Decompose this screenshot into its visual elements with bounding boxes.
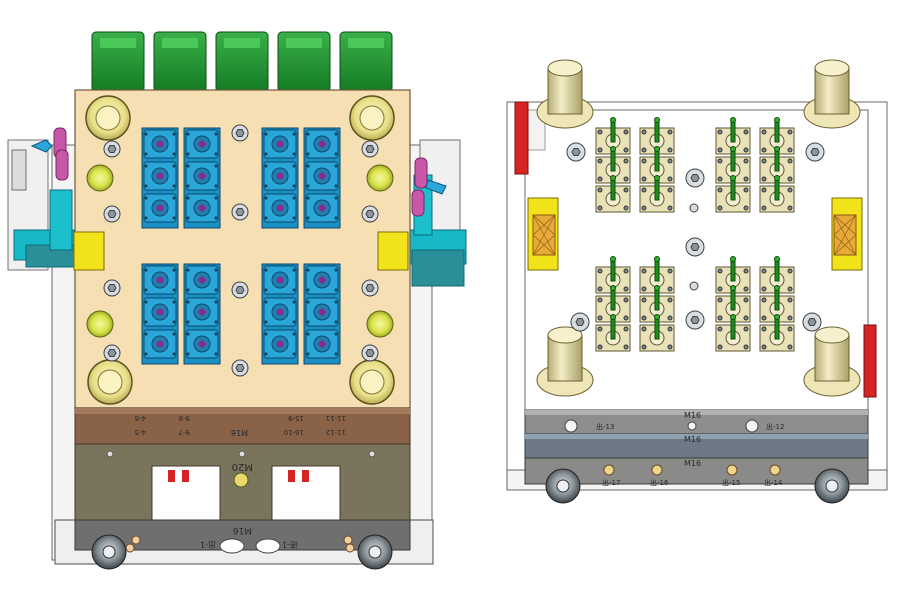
bolt-icon [103,140,121,158]
label: 11-12 [326,428,346,436]
cavity-insert [303,127,341,229]
caster-wheel [91,534,127,570]
bolt-icon [802,312,822,332]
label: 出-16 [650,478,669,487]
red-block [514,101,529,175]
left-bolts [103,124,379,377]
guide-bushing [87,359,133,405]
caster-wheel [545,468,581,504]
side-lock-right [831,197,863,271]
cavity-insert [141,127,179,229]
label: M16 [231,428,248,437]
bolt-icon [805,142,825,162]
label: 出-1 [200,540,216,550]
bolt-icon [361,279,379,297]
bolt-icon [231,281,249,299]
guide-pillar [803,326,861,397]
bolt-icon [103,279,121,297]
side-lock-left [73,231,105,271]
core-block [639,256,675,352]
bolt-icon [689,203,699,213]
label: 进-1 [282,540,298,549]
cavity-plate [74,89,411,409]
connector [215,31,269,93]
core-block [595,117,631,213]
bolt-icon [231,359,249,377]
bolt-icon [570,312,590,332]
connector [91,31,145,93]
guide-bushing [349,95,395,141]
label: 9-8 [179,414,190,422]
connector [153,31,207,93]
bolt-icon [361,140,379,158]
label: 出-15 [722,478,740,487]
guide-pillar [536,59,594,129]
left-inserts [141,127,341,365]
bolt-icon [231,124,249,142]
label: 16-10 [284,428,304,436]
side-lock-right [377,231,409,271]
label: 4-6 [134,414,146,422]
small-bushing [366,310,394,338]
small-bushing [86,164,114,192]
cavity-insert [183,127,221,229]
green-connectors [91,31,393,93]
guide-pillar [803,59,861,129]
label: 出-17 [602,478,620,487]
label: M16 [233,525,252,535]
label: 9-7 [179,428,190,436]
label: 15-9 [288,414,304,422]
core-block [639,117,675,213]
bolt-icon [689,281,699,291]
guide-bushing [349,359,395,405]
guide-pillar [536,326,594,397]
bolt-icon [685,168,705,188]
label: M16 [684,459,701,468]
label: M20 [232,461,253,472]
right-cores [595,117,795,352]
label: 出-14 [764,478,783,487]
cavity-insert [303,263,341,365]
bolt-icon [103,344,121,362]
right-side-hardware [409,139,467,287]
label: M16 [684,411,701,420]
left-mold: 4-6 9-8 15-9 11-11 4-5 9-7 M16 16-10 11-… [7,31,467,570]
bolt-icon [361,344,379,362]
label: M16 [684,435,701,444]
label: 出-12 [766,422,784,431]
connector [339,31,393,93]
bolt-icon [361,205,379,223]
label: 4-5 [135,428,146,436]
bolt-icon [685,237,705,257]
small-bushing [86,310,114,338]
bolt-icon [231,203,249,221]
core-block [715,256,751,352]
label: 11-11 [326,414,346,422]
caster-wheel [357,534,393,570]
core-block [595,256,631,352]
core-block [759,256,795,352]
guide-bushing [85,95,131,141]
cavity-insert [183,263,221,365]
cavity-insert [261,127,299,229]
label: 出-13 [596,422,614,431]
left-side-hardware [7,127,77,271]
side-lock-left [527,197,559,271]
bolt-icon [566,142,586,162]
right-mold: 出-13 M16 出-12 M16 M16 出-17 出-16 出-15 出-1… [506,59,888,504]
red-block [863,324,877,398]
core-block [715,117,751,213]
caster-wheel [814,468,850,504]
cavity-insert [261,263,299,365]
sprue-hole [233,472,249,488]
bolt-icon [103,205,121,223]
core-block [759,117,795,213]
small-bushing [366,164,394,192]
right-bolts [566,142,825,332]
connector [277,31,331,93]
bolt-icon [685,310,705,330]
cavity-insert [141,263,179,365]
